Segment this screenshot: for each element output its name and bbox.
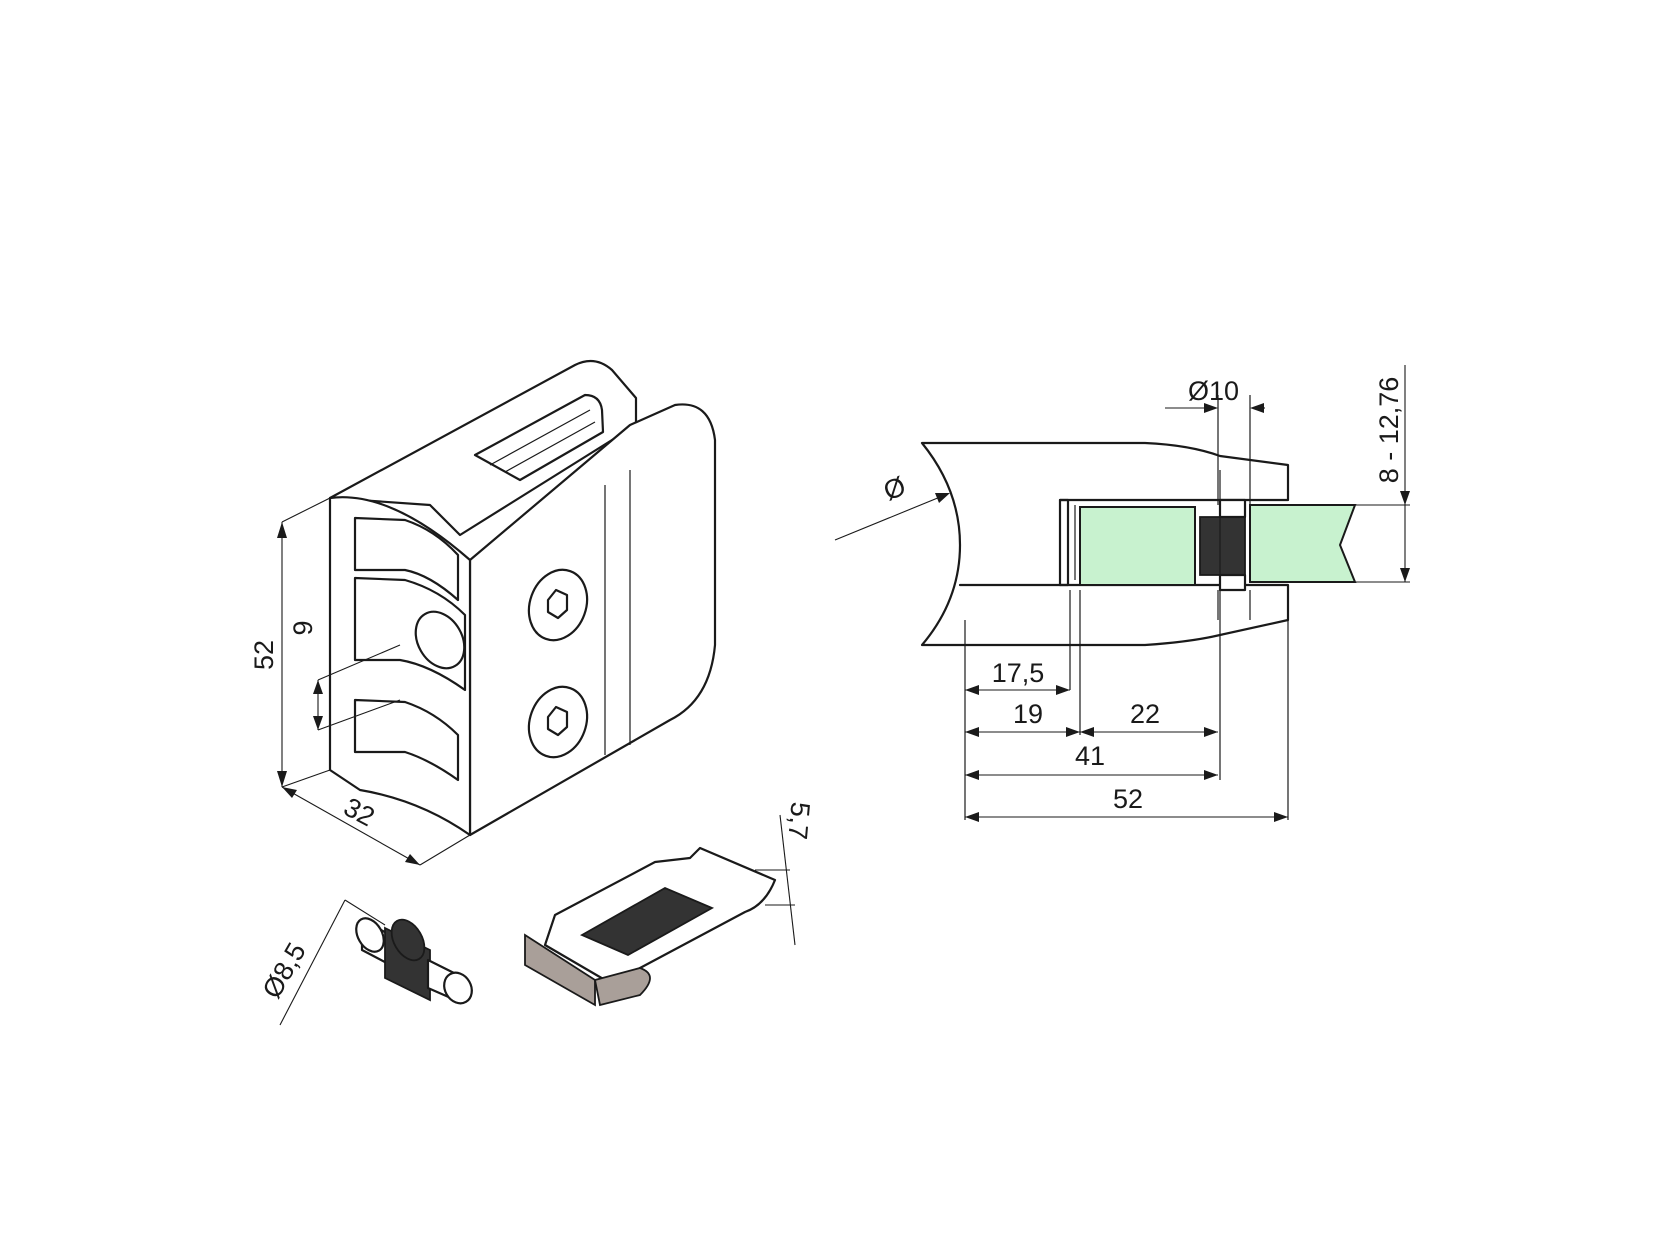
dim-22: 22 [1130,699,1160,729]
insert-side [524,933,596,1007]
insert-rubber-pad [579,886,715,957]
hex-screw-icon [527,685,589,759]
dim-19: 19 [1013,699,1043,729]
glass-pane-left [1079,506,1196,586]
dim-clamp-height: 52 [249,640,279,670]
dim-17-5: 17,5 [992,658,1045,688]
section-rubber-pin [1199,516,1246,576]
dim-clamp-depth: 32 [339,792,380,833]
glass-pane-right [1249,504,1357,583]
clamp-middle-opening [353,576,467,692]
clamp-upper-window [353,516,460,602]
pin-tip [443,971,473,1005]
dim-post-diameter: Ø [879,471,910,507]
clamp-bolt-hole [414,610,466,670]
dim-52: 52 [1113,784,1143,814]
dim-hole-offset: 9 [288,620,318,635]
section-clamp-body [920,441,1290,647]
clamp-top-face [328,359,638,537]
rubber-pin: Ø8,5 [257,899,473,1026]
hex-screw-icon [527,568,589,642]
dim-pin-diameter: Ø8,5 [257,938,312,1004]
clamp-isometric-view [328,359,717,837]
dim-insert-thickness: 5,7 [782,801,815,841]
clamp-top-slot-lines [489,409,596,473]
dim-glass-thickness: 8 - 12,76 [1374,377,1404,484]
clamp-lower-window [353,698,460,782]
clamp-top-slot [473,393,605,482]
section-view: Ø10 8 - 12,76 Ø 17,5 19 22 41 5 [834,365,1410,822]
dim-41: 41 [1075,741,1105,771]
dim-pin-hole: Ø10 [1188,376,1239,406]
gasket-insert: 5,7 [524,801,816,1007]
